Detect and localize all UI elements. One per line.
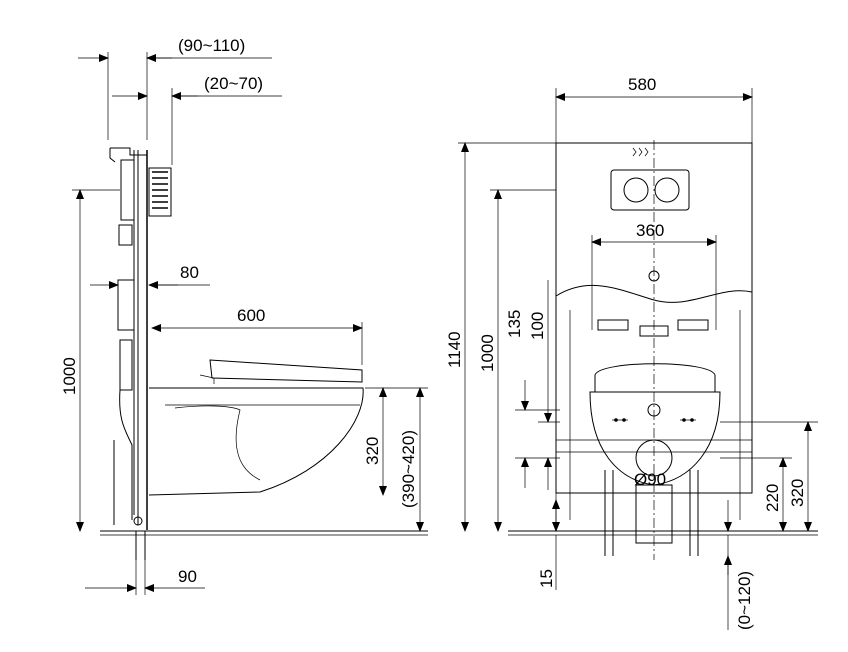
front-view: 580 360 1140 1000 135 100 Ø90 220 bbox=[445, 75, 818, 630]
toilet-side bbox=[148, 359, 364, 496]
front-dim-100: 100 bbox=[528, 312, 547, 340]
actuator-plate bbox=[148, 167, 172, 217]
front-dim-0-120: (0~120) bbox=[735, 571, 754, 630]
wave-outline bbox=[555, 284, 753, 303]
side-dim-20-70: (20~70) bbox=[204, 74, 263, 93]
front-dim-220: 220 bbox=[763, 484, 782, 512]
side-dim-90: 90 bbox=[178, 567, 197, 586]
side-frame bbox=[109, 147, 148, 560]
side-dim-600: 600 bbox=[237, 306, 265, 325]
side-dim-320: 320 bbox=[363, 437, 382, 465]
side-view: (90~110) (20~70) 80 600 1000 320 (390~42… bbox=[60, 36, 428, 595]
front-dim-15: 15 bbox=[537, 569, 556, 588]
front-dim-580: 580 bbox=[628, 75, 656, 94]
front-dim-320: 320 bbox=[788, 479, 807, 507]
front-dim-diameter-90: Ø90 bbox=[634, 470, 666, 489]
front-dim-360: 360 bbox=[636, 221, 664, 240]
front-dim-135: 135 bbox=[505, 310, 524, 338]
side-dim-1000: 1000 bbox=[60, 357, 79, 395]
flush-plate bbox=[610, 147, 690, 211]
side-dim-390-420: (390~420) bbox=[399, 430, 418, 508]
front-dim-1000: 1000 bbox=[478, 334, 497, 372]
front-dim-1140: 1140 bbox=[445, 331, 464, 368]
toilet-front bbox=[589, 363, 721, 556]
side-dim-80: 80 bbox=[180, 263, 199, 282]
side-dim-90-110: (90~110) bbox=[178, 36, 245, 55]
